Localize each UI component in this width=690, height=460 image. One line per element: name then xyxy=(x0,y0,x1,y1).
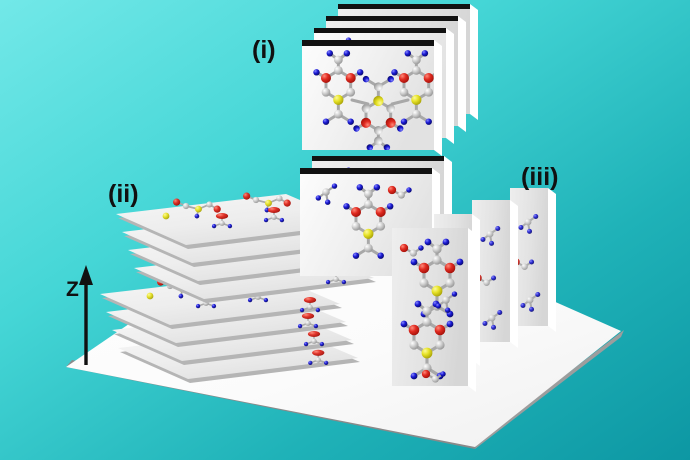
group-label-i: (i) xyxy=(252,36,276,64)
sheet-ii-u4 xyxy=(116,191,358,249)
z-axis-arrow xyxy=(79,265,93,365)
sheet-iii-4 xyxy=(510,188,556,332)
group-label-iii: (iii) xyxy=(521,163,559,191)
sheet-i-1 xyxy=(302,40,442,156)
group-iii-edge-on-sheets xyxy=(392,188,556,392)
group-i-vertical-sheets xyxy=(302,4,478,156)
z-axis-label: Z xyxy=(66,278,79,301)
group-label-ii: (ii) xyxy=(108,180,139,208)
sheet-iii-3 xyxy=(472,200,518,348)
sheet-iii-1 xyxy=(392,228,476,392)
